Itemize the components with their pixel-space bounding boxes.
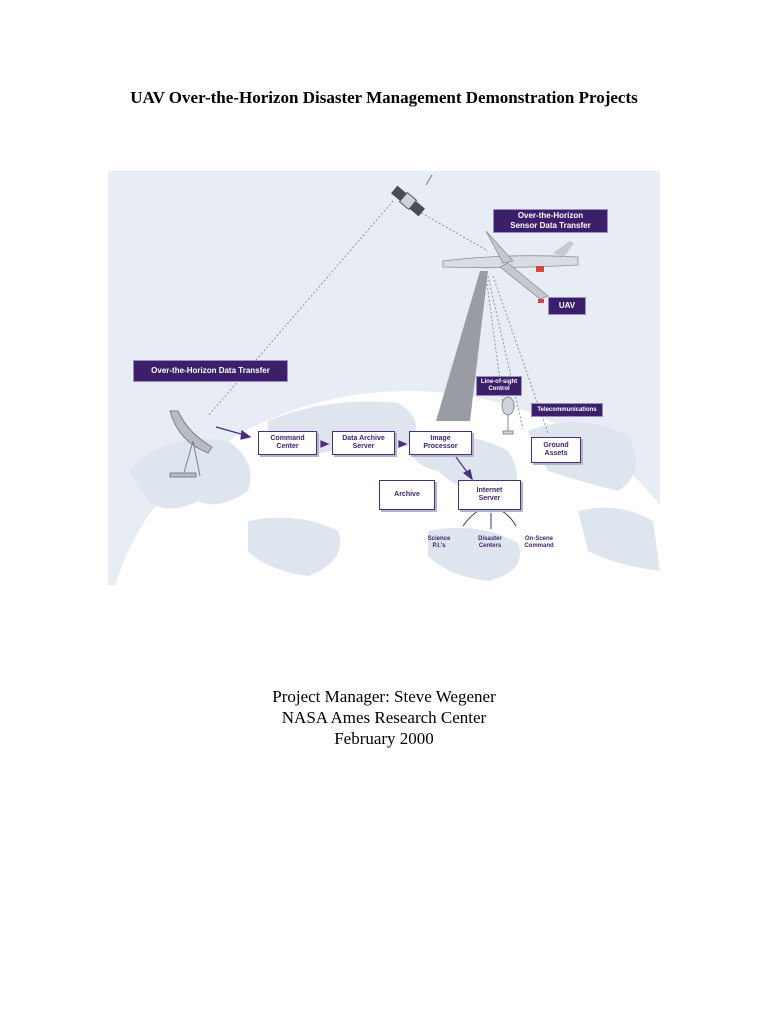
project-manager: Project Manager: Steve Wegener (272, 687, 496, 706)
node-ground-assets: Ground Assets (531, 437, 581, 463)
label-sensor-data-transfer: Over-the-Horizon Sensor Data Transfer (493, 209, 608, 233)
destination-science: Science P.I.'s (427, 536, 451, 549)
sensor-beam (436, 271, 488, 421)
node-data-archive-server: Data Archive Server (332, 431, 395, 455)
label-data-transfer: Over-the-Horizon Data Transfer (133, 360, 288, 382)
document-footer: Project Manager: Steve Wegener NASA Ames… (0, 686, 768, 749)
satellite-dish-icon (169, 410, 213, 478)
node-image-processor: Image Processor (409, 431, 472, 455)
uav-aircraft-icon (442, 230, 579, 303)
document-date: February 2000 (334, 729, 434, 748)
node-command-center: Command Center (258, 431, 317, 455)
page-title: UAV Over-the-Horizon Disaster Management… (130, 88, 638, 107)
system-diagram: Over-the-Horizon Sensor Data Transfer UA… (108, 171, 660, 585)
satellite-icon (390, 185, 426, 217)
destination-on-scene-command: On-Scene Command (524, 536, 554, 549)
node-internet-server: Internet Server (458, 480, 521, 510)
organization: NASA Ames Research Center (281, 708, 487, 727)
label-line-of-sight-control: Line-of-sight Control (476, 376, 522, 396)
destination-disaster-centers: Disaster Centers (478, 536, 502, 549)
node-archive: Archive (379, 480, 435, 510)
label-uav: UAV (548, 297, 586, 315)
label-telecommunications: Telecommunications (531, 403, 603, 417)
tower-antenna-icon (501, 396, 515, 435)
